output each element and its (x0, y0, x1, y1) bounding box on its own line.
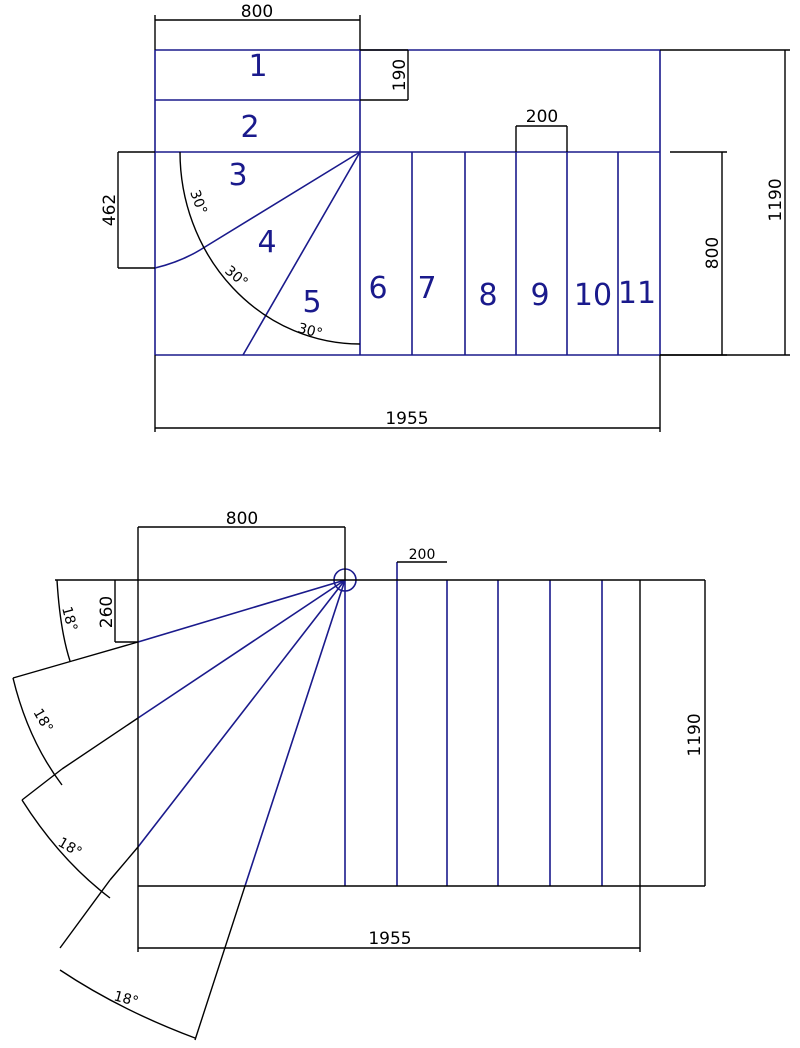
dim-label: 190 (390, 59, 410, 91)
angle-label: 18° (58, 605, 80, 633)
angle-label: 18° (30, 706, 56, 736)
step-number: 2 (240, 110, 259, 145)
angle-label: 30° (221, 263, 250, 291)
step-number: 4 (257, 225, 276, 260)
step-number: 10 (574, 278, 612, 313)
step-number: 3 (228, 158, 247, 193)
step-number: 8 (478, 278, 497, 313)
angle-label: 18° (55, 835, 85, 861)
dim-label: 462 (100, 194, 120, 226)
step-number: 9 (530, 278, 549, 313)
dim-label: 200 (526, 107, 558, 127)
dim-label: 200 (409, 547, 436, 563)
dim-label: 800 (226, 509, 258, 529)
step-number: 6 (368, 271, 387, 306)
dim-label: 260 (97, 596, 117, 628)
dim-label: 800 (241, 2, 273, 22)
bottom-dimension-lines (12, 526, 706, 1041)
dim-label: 1190 (685, 713, 705, 756)
angle-label: 18° (112, 988, 140, 1010)
dim-label: 1955 (368, 929, 411, 949)
step-number: 1 (248, 49, 267, 84)
bottom-step-lines (137, 562, 603, 887)
step-number: 11 (618, 276, 656, 311)
top-plan: 1 2 3 4 5 6 7 8 9 10 11 800 190 462 200 … (100, 2, 790, 432)
angle-label: 30° (186, 188, 210, 217)
bottom-plan: 800 200 260 1190 1955 18° 18° 18° 18° (12, 509, 706, 1041)
dim-label: 800 (703, 237, 723, 269)
step-number: 7 (417, 271, 436, 306)
top-dimension-lines (117, 15, 790, 432)
angle-label: 30° (296, 320, 324, 342)
top-step-lines (154, 49, 661, 356)
dim-label: 1955 (385, 409, 428, 429)
dim-label: 1190 (766, 178, 786, 221)
step-number: 5 (302, 285, 321, 320)
